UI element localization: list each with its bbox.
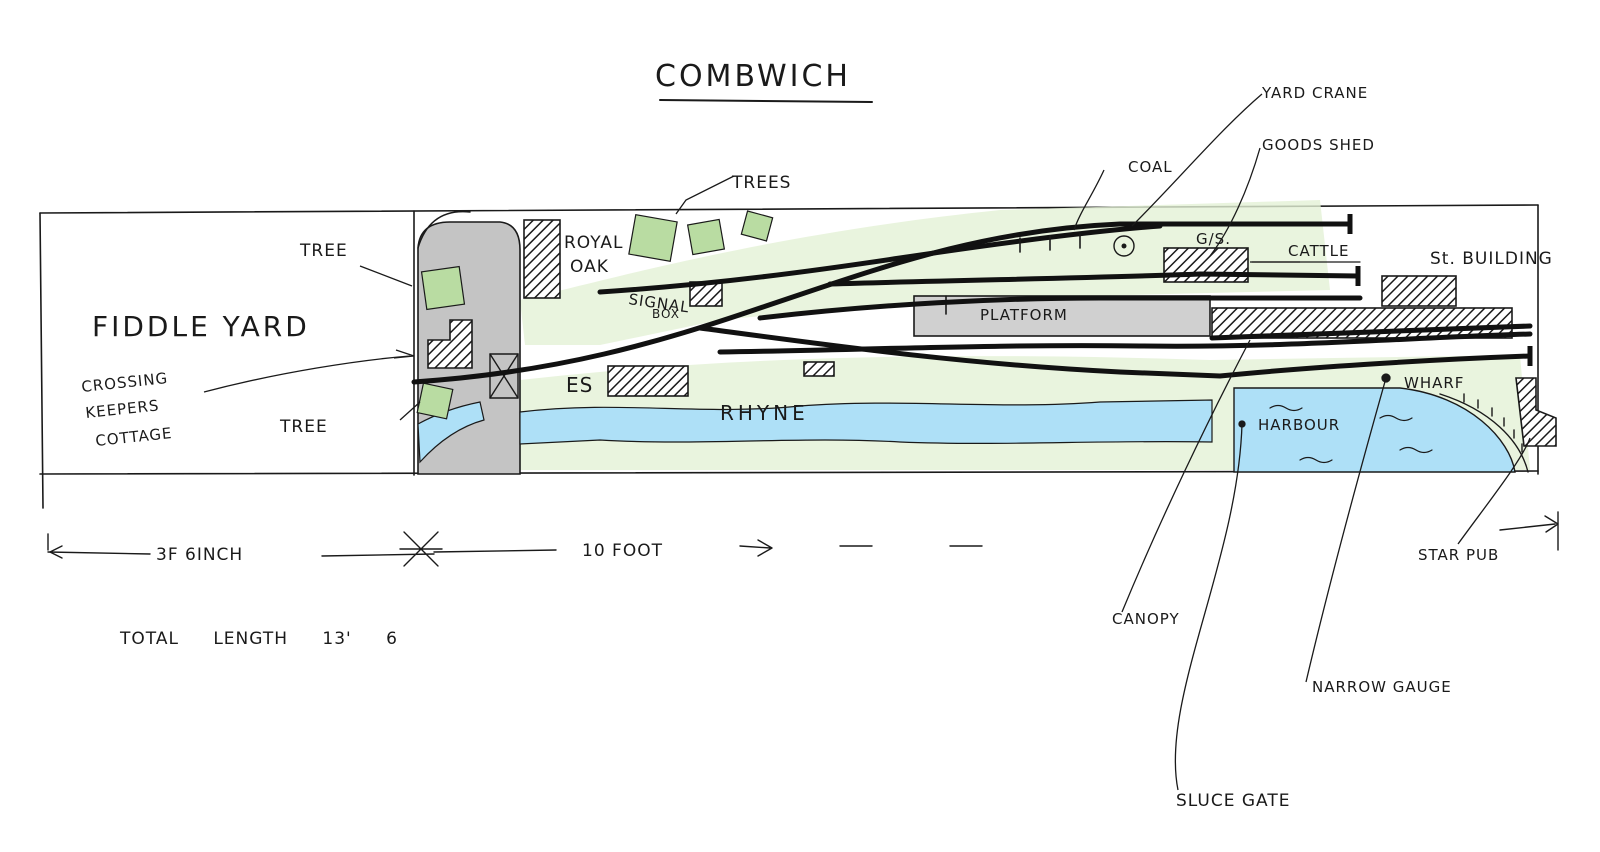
- fiddle-yard-label: FIDDLE YARD: [92, 310, 310, 343]
- dimension-line: [47, 511, 1559, 567]
- tree-group-top: [628, 210, 774, 263]
- royal-oak-label-line2: OAK: [570, 257, 609, 277]
- road-curve: [417, 210, 471, 249]
- crossing-label-line3: COTTAGE: [95, 424, 174, 450]
- dimension-total: TOTAL LENGTH 13' 6: [119, 629, 398, 649]
- tree-top-label: TREE: [299, 241, 348, 261]
- signal-box-label-line2: BOX: [652, 307, 680, 321]
- tree-group-left: [416, 265, 466, 420]
- cattle-label: CATTLE: [1288, 242, 1349, 260]
- harbour-wall: [1439, 393, 1529, 473]
- coal-label: COAL: [1128, 158, 1173, 176]
- wharf-label: WHARF: [1404, 374, 1464, 392]
- goods-shed-label: GOODS SHED: [1262, 136, 1375, 154]
- plan-title: COMBWICH: [655, 59, 851, 94]
- st-building-label: St. BUILDING: [1430, 249, 1553, 269]
- rhyne-water: [519, 399, 1213, 445]
- royal-oak-label-line1: ROYAL: [564, 233, 623, 253]
- crossing-label-line2: KEEPERS: [85, 396, 161, 422]
- crossing-label-line1: CROSSING: [81, 369, 169, 396]
- track-plan: [411, 214, 1533, 385]
- narrow-gauge-label: NARROW GAUGE: [1312, 678, 1452, 696]
- platform-label: PLATFORM: [980, 306, 1068, 324]
- star-pub-label: STAR PUB: [1418, 546, 1499, 564]
- yard-crane-symbol: [1113, 235, 1135, 257]
- gs-label: G/S.: [1196, 230, 1231, 248]
- dimension-section-b: 10 FOOT: [582, 541, 663, 561]
- trees-label: TREES: [731, 173, 791, 193]
- royal-oak-building: [523, 219, 561, 299]
- harbour-ripples: [1269, 404, 1433, 464]
- dimension-section-a: 3F 6INCH: [156, 545, 243, 565]
- harbour-label: HARBOUR: [1258, 416, 1340, 434]
- coal-staithes: [1019, 233, 1081, 253]
- station-building: [1381, 275, 1457, 307]
- sluice-gate-label: SLUCE GATE: [1176, 791, 1290, 811]
- wharf-edge: [1463, 393, 1523, 453]
- title-underline: [659, 99, 873, 103]
- buildings: [427, 219, 1557, 447]
- crossing-keepers-cottage-building: [427, 319, 473, 369]
- rhyne-label: RHYNE: [720, 401, 809, 425]
- tree-bottom-label: TREE: [279, 417, 328, 437]
- leader-lines: [203, 93, 1531, 791]
- canopy-label: CANOPY: [1112, 610, 1180, 628]
- small-hut: [803, 361, 835, 377]
- yard-crane-label: YARD CRANE: [1261, 84, 1368, 102]
- harbour-water: [1233, 387, 1516, 473]
- star-pub-building: [1515, 377, 1557, 447]
- es-building: [607, 365, 689, 397]
- es-label: ES: [566, 373, 593, 397]
